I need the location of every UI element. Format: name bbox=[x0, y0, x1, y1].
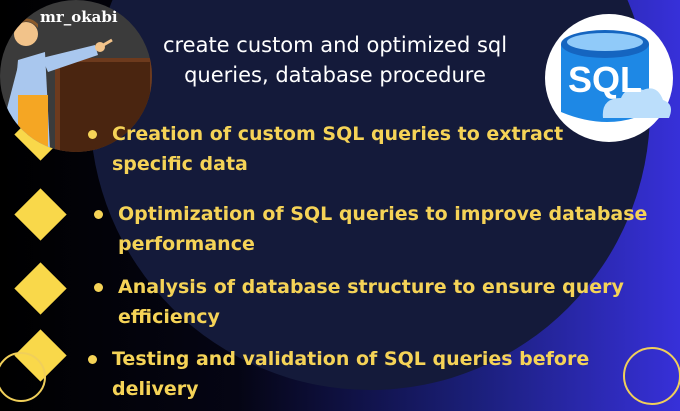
bullet-text: Creation of custom SQL queries to extrac… bbox=[112, 119, 563, 179]
bullet-item: Analysis of database structure to ensure… bbox=[94, 272, 624, 332]
bullet-line: Analysis of database structure to ensure… bbox=[118, 276, 624, 298]
bullet-text: Optimization of SQL queries to improve d… bbox=[118, 199, 647, 259]
bullet-line: Testing and validation of SQL queries be… bbox=[112, 348, 590, 370]
bullet-dot bbox=[88, 130, 97, 139]
headline: create custom and optimized sql queries,… bbox=[140, 30, 530, 90]
bullet-line: performance bbox=[118, 233, 255, 255]
bullet-line: delivery bbox=[112, 378, 199, 400]
bullet-item: Optimization of SQL queries to improve d… bbox=[94, 199, 647, 259]
sql-logo: SQL bbox=[545, 14, 673, 142]
sql-logo-text: SQL bbox=[567, 59, 642, 100]
bullet-dot bbox=[94, 210, 103, 219]
headline-line-2: queries, database procedure bbox=[184, 63, 486, 87]
bullet-item: Creation of custom SQL queries to extrac… bbox=[88, 119, 563, 179]
database-cloud-icon bbox=[561, 30, 671, 122]
ring-decoration bbox=[0, 352, 46, 402]
bullet-dot bbox=[94, 283, 103, 292]
avatar: mr_okabi bbox=[0, 0, 152, 152]
diamond-decoration bbox=[14, 262, 67, 315]
bullet-line: Optimization of SQL queries to improve d… bbox=[118, 203, 648, 225]
avatar-name: mr_okabi bbox=[40, 8, 118, 26]
bullet-text: Analysis of database structure to ensure… bbox=[118, 272, 624, 332]
headline-line-1: create custom and optimized sql bbox=[162, 33, 508, 57]
bullet-line: specific data bbox=[112, 153, 248, 175]
bullet-line: Creation of custom SQL queries to extrac… bbox=[112, 123, 564, 145]
bullet-text: Testing and validation of SQL queries be… bbox=[112, 344, 589, 404]
ring-decoration bbox=[623, 347, 680, 405]
bullet-dot bbox=[88, 355, 97, 364]
teacher-pointing-icon bbox=[4, 18, 152, 152]
bullet-line: efficiency bbox=[118, 306, 220, 328]
bullet-item: Testing and validation of SQL queries be… bbox=[88, 344, 589, 404]
diamond-decoration bbox=[14, 188, 67, 241]
